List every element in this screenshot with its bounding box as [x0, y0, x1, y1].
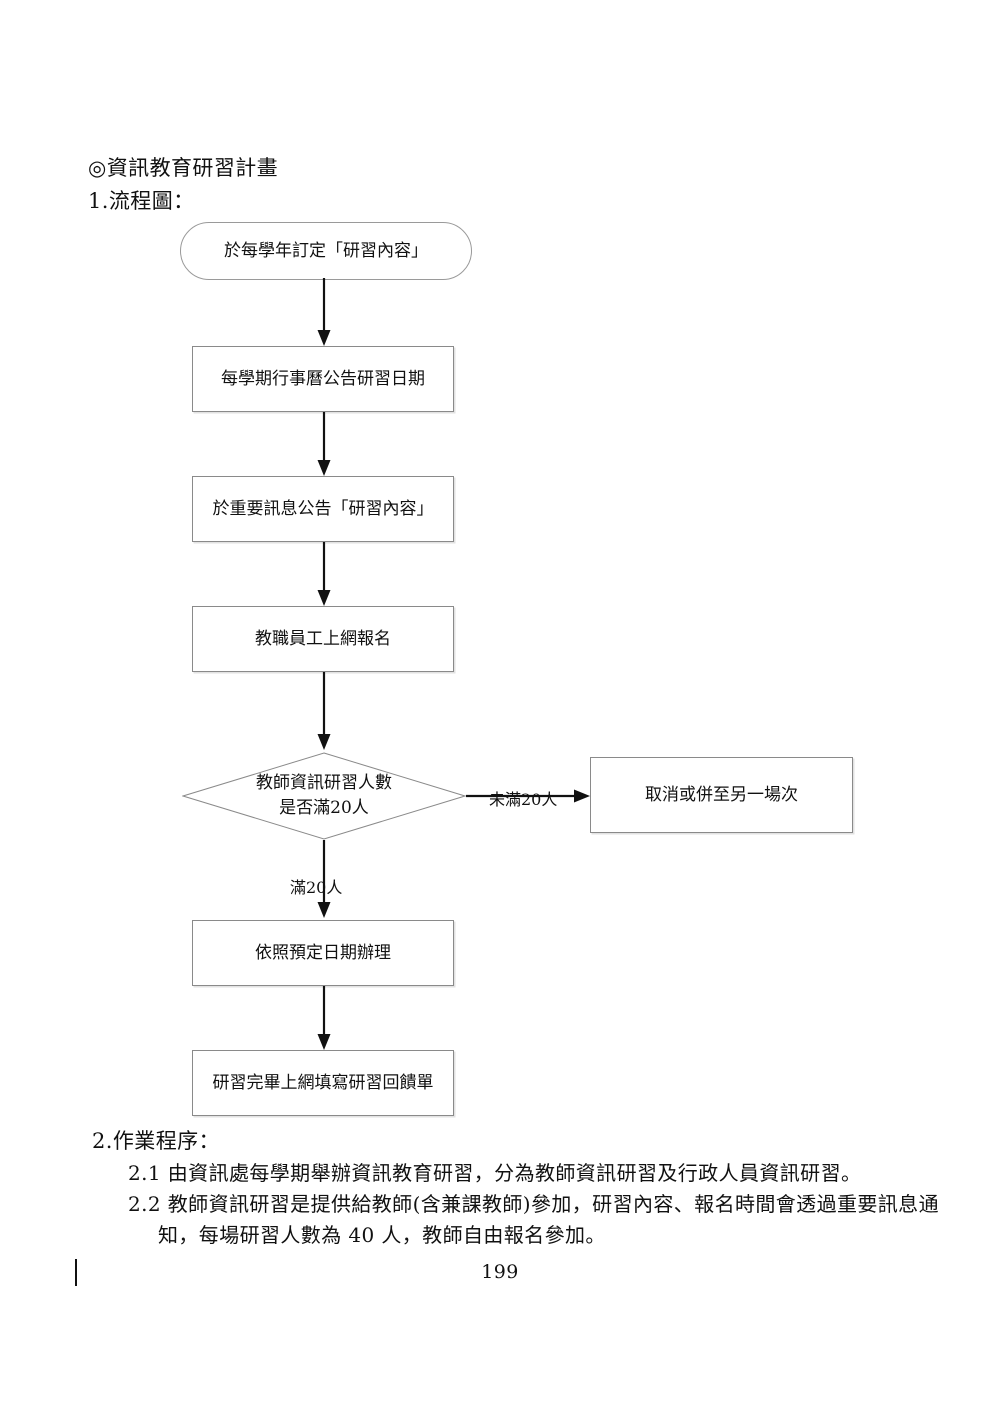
flow-node-start-label: 於每學年訂定「研習內容」	[224, 240, 428, 261]
procedure-item-2-2: 2.2 教師資訊研習是提供給教師(含兼課教師)參加，研習內容、報名時間會透過重要…	[128, 1192, 939, 1216]
flow-node-step1: 每學期行事曆公告研習日期	[192, 346, 454, 412]
connector-step3-to-decision	[317, 672, 331, 750]
flow-node-step5: 研習完畢上網填寫研習回饋單	[192, 1050, 454, 1116]
flow-node-step2-label: 於重要訊息公告「研習內容」	[212, 498, 434, 519]
connector-decision-to-cancel	[466, 789, 590, 803]
margin-tick-mark	[75, 1259, 77, 1286]
flow-node-step3-label: 教職員工上網報名	[255, 628, 391, 649]
flow-node-decision-label-line2: 是否滿20人	[279, 798, 369, 818]
flow-node-step4-label: 依照預定日期辦理	[255, 942, 391, 963]
flow-node-decision-label: 教師資訊研習人數 是否滿20人	[182, 752, 466, 840]
page-number: 199	[481, 1261, 519, 1283]
connector-step2-to-step3	[317, 542, 331, 606]
flowchart-section-title: 1.流程圖：	[88, 189, 195, 213]
procedures-title: 2.作業程序：	[92, 1129, 220, 1153]
flow-node-cancel-label: 取消或併至另一場次	[645, 784, 798, 805]
connector-step1-to-step2	[317, 412, 331, 476]
procedure-item-2-1: 2.1 由資訊處每學期舉辦資訊教育研習，分為教師資訊研習及行政人員資訊研習。	[128, 1161, 862, 1185]
flow-node-decision: 教師資訊研習人數 是否滿20人	[182, 752, 466, 840]
edge-label-yes-branch: 滿20人	[290, 878, 343, 897]
flow-node-step3: 教職員工上網報名	[192, 606, 454, 672]
flow-node-step2: 於重要訊息公告「研習內容」	[192, 476, 454, 542]
flow-node-cancel: 取消或併至另一場次	[590, 757, 853, 833]
edge-label-no-branch: 未滿20人	[489, 790, 558, 809]
flow-node-step1-label: 每學期行事曆公告研習日期	[221, 368, 425, 389]
flow-node-start: 於每學年訂定「研習內容」	[180, 222, 472, 280]
diamond-shape	[182, 752, 466, 840]
connector-decision-to-step4	[317, 840, 331, 918]
flow-node-decision-label-line1: 教師資訊研習人數	[256, 772, 392, 793]
connector-start-to-step1	[317, 278, 331, 346]
flow-node-step4: 依照預定日期辦理	[192, 920, 454, 986]
connector-step4-to-step5	[317, 986, 331, 1050]
procedure-item-2-2-cont: 知，每場研習人數為 40 人，教師自由報名參加。	[158, 1223, 606, 1247]
flow-node-step5-label: 研習完畢上網填寫研習回饋單	[212, 1072, 434, 1093]
section-heading: ◎資訊教育研習計畫	[88, 156, 279, 180]
